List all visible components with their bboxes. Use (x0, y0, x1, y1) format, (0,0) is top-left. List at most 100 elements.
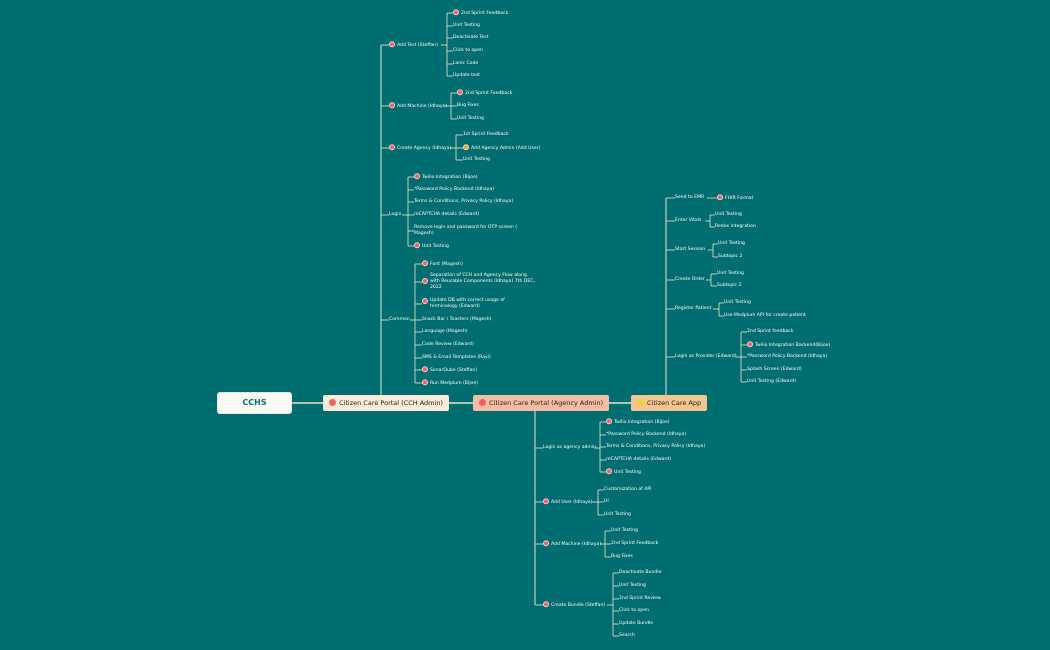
cch-common-item[interactable]: SMS & Email Templates (Ravi) (422, 355, 491, 360)
cch-common-item[interactable]: Run Medplum (Bijoe) (422, 378, 478, 387)
cch-common-item[interactable]: SonarQube (Steffan) (422, 365, 477, 374)
agency-create-bundle-item[interactable]: Unit Testing (619, 583, 646, 588)
topic-cch-admin-label: Citizen Care Portal (CCH Admin) (339, 399, 443, 407)
topic-agency-admin[interactable]: Citizen Care Portal (Agency Admin) (473, 395, 610, 411)
cch-create-agency-item[interactable]: Unit Testing (463, 157, 490, 162)
agency-login[interactable]: Login as agency admin (543, 445, 597, 450)
cch-common-item[interactable]: Code Review (Edward) (422, 342, 474, 347)
priority-icon (453, 8, 459, 15)
cch-add-test-item[interactable]: Deactivate Test (453, 35, 489, 40)
agency-create-bundle[interactable]: Create Bundle (Steffan) (543, 600, 605, 609)
priority-icon (479, 399, 486, 406)
app-login-provider[interactable]: Login as Provider (Edward) (675, 354, 737, 359)
app-send-emr-item[interactable]: FHIR Format (717, 193, 753, 202)
cch-common[interactable]: Common (389, 317, 410, 322)
cch-add-machine-item[interactable]: 2nd Sprint Feedback (457, 88, 512, 97)
cch-common-item[interactable]: Snack Bar / Toasters (Magesh) (422, 317, 492, 322)
agency-create-bundle-item[interactable]: Update Bundle (619, 621, 654, 626)
priority-icon (422, 298, 428, 304)
cch-common-item[interactable]: Separation of CCH and Agency Flow along … (422, 273, 536, 291)
agency-add-machine-item[interactable]: Bug Fixes (611, 554, 633, 559)
cch-login-item[interactable]: Terms & Conditions, Privacy Policy (Idha… (414, 199, 514, 204)
app-enter-vitals[interactable]: Enter Vitals (675, 218, 702, 223)
agency-create-bundle-item[interactable]: Click to open (619, 608, 649, 613)
app-enter-vitals-item[interactable]: Redox integration (715, 224, 756, 229)
cch-add-machine[interactable]: Add Machine (Idhaya) (389, 101, 447, 110)
priority-icon (414, 172, 420, 179)
app-enter-vitals-item[interactable]: Unit Testing (715, 212, 742, 217)
cch-login-item[interactable]: reCAPTCHA details (Edward) (414, 212, 479, 217)
cch-create-agency[interactable]: Create Agency (Idhaya) (389, 143, 451, 152)
cch-login-item[interactable]: Remove login and password for OTP screen… (414, 225, 518, 236)
priority-icon (606, 417, 612, 424)
topic-citizen-care-app-label: Citizen Care App (647, 399, 702, 407)
agency-add-user-item[interactable]: Customization of API (604, 487, 652, 492)
cch-add-test-item[interactable]: Unit Testing (453, 23, 480, 28)
app-create-order-item[interactable]: Unit Testing (717, 271, 744, 276)
agency-add-user-item[interactable]: Unit Testing (604, 512, 631, 517)
priority-icon (329, 399, 336, 406)
cch-add-machine-item[interactable]: Unit Testing (457, 116, 484, 121)
app-start-session-item[interactable]: Unit Testing (718, 241, 745, 246)
cch-add-test-item[interactable]: Lonic Code (453, 61, 479, 66)
priority-icon (422, 259, 428, 266)
agency-login-item[interactable]: *Password Policy Backend (Idhaya) (606, 432, 687, 437)
priority-icon (543, 497, 549, 504)
cch-common-item[interactable]: Update DB with correct usage of terminol… (422, 298, 520, 310)
cch-common-item[interactable]: Language (Magesh) (422, 329, 468, 334)
agency-create-bundle-item[interactable]: Deactivate Bundle (619, 570, 662, 575)
cch-login-item[interactable]: Unit Testing (414, 241, 449, 250)
app-create-order[interactable]: Create Order (675, 277, 705, 282)
agency-login-item[interactable]: reCAPTCHA details (Edward) (606, 457, 671, 462)
priority-icon (422, 365, 428, 372)
warning-icon (637, 399, 644, 406)
priority-icon (389, 101, 395, 108)
app-login-provider-item[interactable]: Twilio Integration Backend(Bijoe) (747, 340, 830, 349)
agency-create-bundle-item[interactable]: Search (619, 633, 635, 638)
app-send-emr[interactable]: Send to EMR (675, 195, 705, 200)
agency-add-machine-item[interactable]: Unit Testing (611, 528, 638, 533)
cch-add-test-item[interactable]: Click to open (453, 48, 483, 53)
priority-icon (389, 40, 395, 47)
priority-icon (747, 340, 753, 347)
priority-icon (422, 278, 428, 284)
cch-create-agency-item[interactable]: 1st Sprint Feedback (463, 132, 509, 137)
cch-add-test-item[interactable]: 2nd Sprint Feedback (453, 8, 508, 17)
cch-login-item[interactable]: *Password Policy Backend (Idhaya) (414, 187, 495, 192)
app-login-provider-item[interactable]: *Password Policy Backend (Idhaya) (747, 354, 828, 359)
topic-agency-admin-label: Citizen Care Portal (Agency Admin) (489, 399, 604, 407)
agency-add-user[interactable]: Add User (Idhaya) (543, 497, 592, 506)
agency-add-machine-item[interactable]: 2nd Sprint Feedback (611, 541, 659, 546)
agency-add-machine[interactable]: Add Machine (Idhaya) (543, 539, 601, 548)
cch-add-test[interactable]: Add Test (Steffan) (389, 40, 438, 49)
agency-login-item[interactable]: Terms & Conditions, Privacy Policy (Idha… (606, 444, 706, 449)
cch-login[interactable]: Login (389, 212, 402, 217)
app-register-patient-item[interactable]: Unit Testing (724, 300, 751, 305)
app-register-patient-item[interactable]: Use Medplum API for create patient (724, 313, 806, 318)
agency-login-item[interactable]: Twilio Integration (Bijoe) (606, 417, 670, 426)
agency-create-bundle-item[interactable]: 2nd Sprint Review (619, 596, 661, 601)
cch-login-item[interactable]: Twilio Integration (Bijoe) (414, 172, 478, 181)
cch-add-test-item[interactable]: Update test (453, 73, 480, 78)
app-login-provider-item[interactable]: Splash Screen (Edward) (747, 367, 802, 372)
priority-icon (543, 539, 549, 546)
priority-icon (606, 467, 612, 474)
app-create-order-item[interactable]: Subtopic 2 (717, 283, 742, 288)
topic-cch-admin[interactable]: Citizen Care Portal (CCH Admin) (323, 395, 449, 411)
priority-icon (389, 143, 395, 150)
root-topic[interactable]: CCHS (218, 393, 291, 413)
app-register-patient[interactable]: Register Patient (675, 306, 712, 311)
app-start-session[interactable]: Start Session (675, 247, 706, 252)
app-login-provider-item[interactable]: Unit Testing (Edward) (747, 379, 797, 384)
warning-icon (463, 143, 469, 150)
agency-add-user-item[interactable]: UI (604, 499, 609, 504)
cch-create-agency-item[interactable]: Add Agency Admin (Add User) (463, 143, 540, 152)
app-start-session-item[interactable]: Subtopic 2 (718, 254, 743, 259)
app-login-provider-item[interactable]: 2nd Sprint feedback (747, 329, 794, 334)
topic-citizen-care-app[interactable]: Citizen Care App (631, 395, 708, 411)
agency-login-item[interactable]: Unit Testing (606, 467, 641, 476)
cch-add-machine-item[interactable]: Bug Fixes (457, 103, 479, 108)
cch-common-item[interactable]: Font (Magesh) (422, 259, 463, 268)
